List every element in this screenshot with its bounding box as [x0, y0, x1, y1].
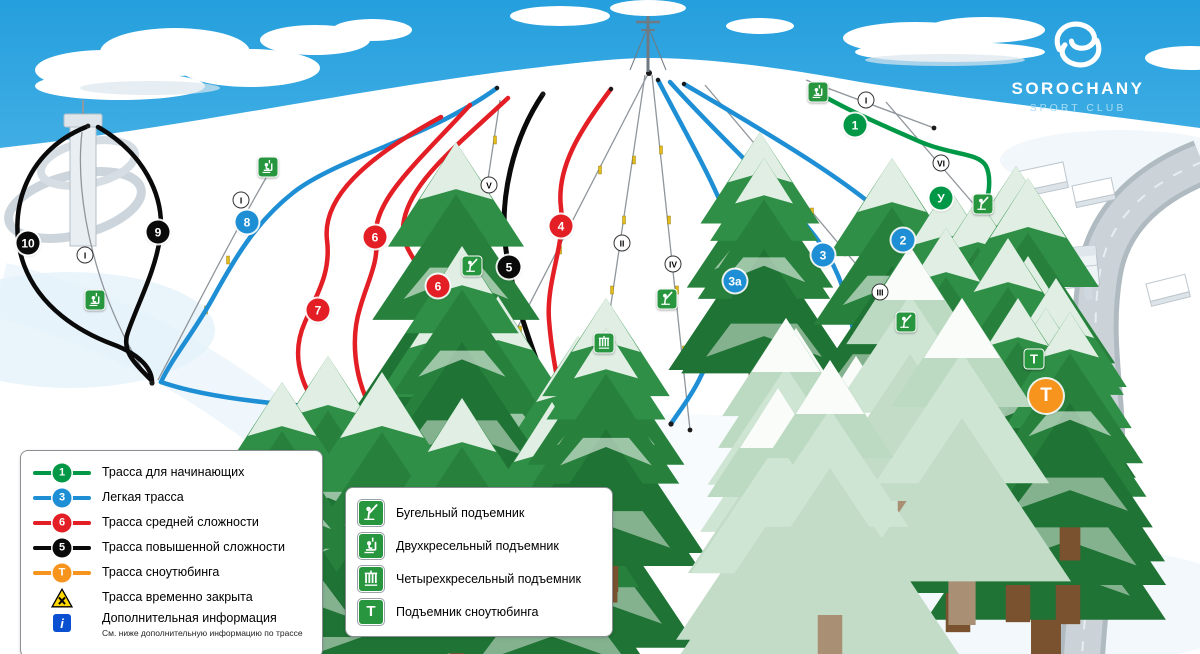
double-chairlift-icon	[257, 156, 279, 178]
legend-row-beginner: 1 Трасса для начинающих	[33, 460, 310, 485]
tubing-lift-icon: Т	[358, 598, 384, 625]
legend-row-closed: Трасса временно закрыта	[33, 585, 310, 610]
trail-badge-9: 9	[146, 220, 170, 244]
tow-lift-icon	[358, 499, 384, 526]
tubing-lift-icon: Т	[1023, 348, 1045, 370]
legend-label: Легкая трасса	[102, 489, 184, 504]
legend-row-info: i Дополнительная информация См. ниже доп…	[33, 610, 310, 648]
lift-numeral-i-right: I	[857, 91, 875, 109]
lift-numeral-iii: III	[871, 283, 889, 301]
tow-lift-icon	[461, 255, 483, 277]
trail-badge-6a: 6	[363, 225, 387, 249]
resort-logo: SOROCHANY SPORT CLUB	[988, 16, 1168, 114]
clouds	[35, 0, 1200, 100]
trail-badge-3a: 3а	[723, 269, 747, 293]
trail-badge-7: 7	[306, 298, 330, 322]
legend-label: Трасса сноутюбинга	[102, 564, 220, 579]
legend-row-double-chairlift: Двухкресельный подъемник	[358, 529, 600, 562]
medium-trail-sample: 6	[33, 512, 91, 534]
legend-label: Бугельный подъемник	[396, 505, 525, 520]
lift-numeral-ii: II	[613, 234, 631, 252]
legend-label: Подъемник сноутюбинга	[396, 604, 539, 619]
beginner-trail-sample: 1	[33, 462, 91, 484]
legend-label: Трасса повышенной сложности	[102, 539, 285, 554]
info-icon: i	[33, 612, 91, 634]
legend-row-easy: 3 Легкая трасса	[33, 485, 310, 510]
legend-label: Четырехкресельный подъемник	[396, 571, 581, 586]
trail-badge-1: 1	[843, 113, 867, 137]
hard-trail-sample: 5	[33, 537, 91, 559]
trail-badge-2: 2	[891, 228, 915, 252]
lift-numeral-vi: VI	[932, 154, 950, 172]
double-chairlift-icon	[84, 289, 106, 311]
tow-lift-icon	[972, 193, 994, 215]
trail-badge-tubing: Т	[1029, 379, 1063, 413]
trail-badge-3: 3	[811, 243, 835, 267]
lift-numeral-i-mid: I	[232, 191, 250, 209]
lift-numeral-i-left: I	[76, 246, 94, 264]
trail-badge-5: 5	[497, 255, 521, 279]
trail-1-line	[807, 85, 992, 245]
legend-row-tubing-lift: Т Подъемник сноутюбинга	[358, 595, 600, 628]
trail-6-left-line	[352, 102, 473, 401]
legend-trails: 1 Трасса для начинающих 3 Легкая трасса …	[20, 450, 323, 654]
legend-row-medium: 6 Трасса средней сложности	[33, 510, 310, 535]
double-chairlift-icon	[807, 81, 829, 103]
trail-badge-6b: 6	[426, 274, 450, 298]
legend-label: Трасса средней сложности	[102, 514, 259, 529]
legend-label: Трасса временно закрыта	[102, 589, 253, 604]
trail-badge-u: У	[929, 186, 953, 210]
tubing-trail-sample: Т	[33, 562, 91, 584]
quad-chairlift-icon	[358, 565, 384, 592]
tow-lift-icon	[895, 311, 917, 333]
trail-badge-10: 10	[16, 231, 40, 255]
legend-row-quad-chairlift: Четырехкресельный подъемник	[358, 562, 600, 595]
summit-mast	[629, 16, 667, 72]
tow-lift-icon	[656, 288, 678, 310]
lift-numeral-v: V	[480, 176, 498, 194]
legend-row-tubing: Т Трасса сноутюбинга	[33, 560, 310, 585]
legend-row-hard: 5 Трасса повышенной сложности	[33, 535, 310, 560]
observation-tower	[4, 100, 146, 247]
quad-chairlift-icon	[593, 332, 615, 354]
legend-info-note: См. ниже дополнительную информацию по тр…	[102, 627, 303, 638]
logo-subtitle: SPORT CLUB	[1029, 102, 1127, 114]
legend-label: Дополнительная информация	[102, 611, 277, 625]
trail-7-line	[295, 114, 444, 400]
legend-row-tow-lift: Бугельный подъемник	[358, 496, 600, 529]
trail-10-line	[15, 124, 155, 385]
double-chairlift-icon	[358, 532, 384, 559]
trail-badge-4: 4	[549, 214, 573, 238]
closed-trail-icon	[33, 587, 91, 609]
logo-swirl-icon	[1054, 21, 1102, 68]
legend-lifts: Бугельный подъемник Двухкресельный подъе…	[345, 487, 613, 637]
logo-title: SOROCHANY	[1011, 79, 1145, 98]
legend-label: Двухкресельный подъемник	[396, 538, 559, 553]
trail-badge-8: 8	[235, 210, 259, 234]
legend-label: Трасса для начинающих	[102, 464, 245, 479]
lift-numeral-iv: IV	[664, 255, 682, 273]
easy-trail-sample: 3	[33, 487, 91, 509]
trail-9-line	[95, 124, 164, 383]
